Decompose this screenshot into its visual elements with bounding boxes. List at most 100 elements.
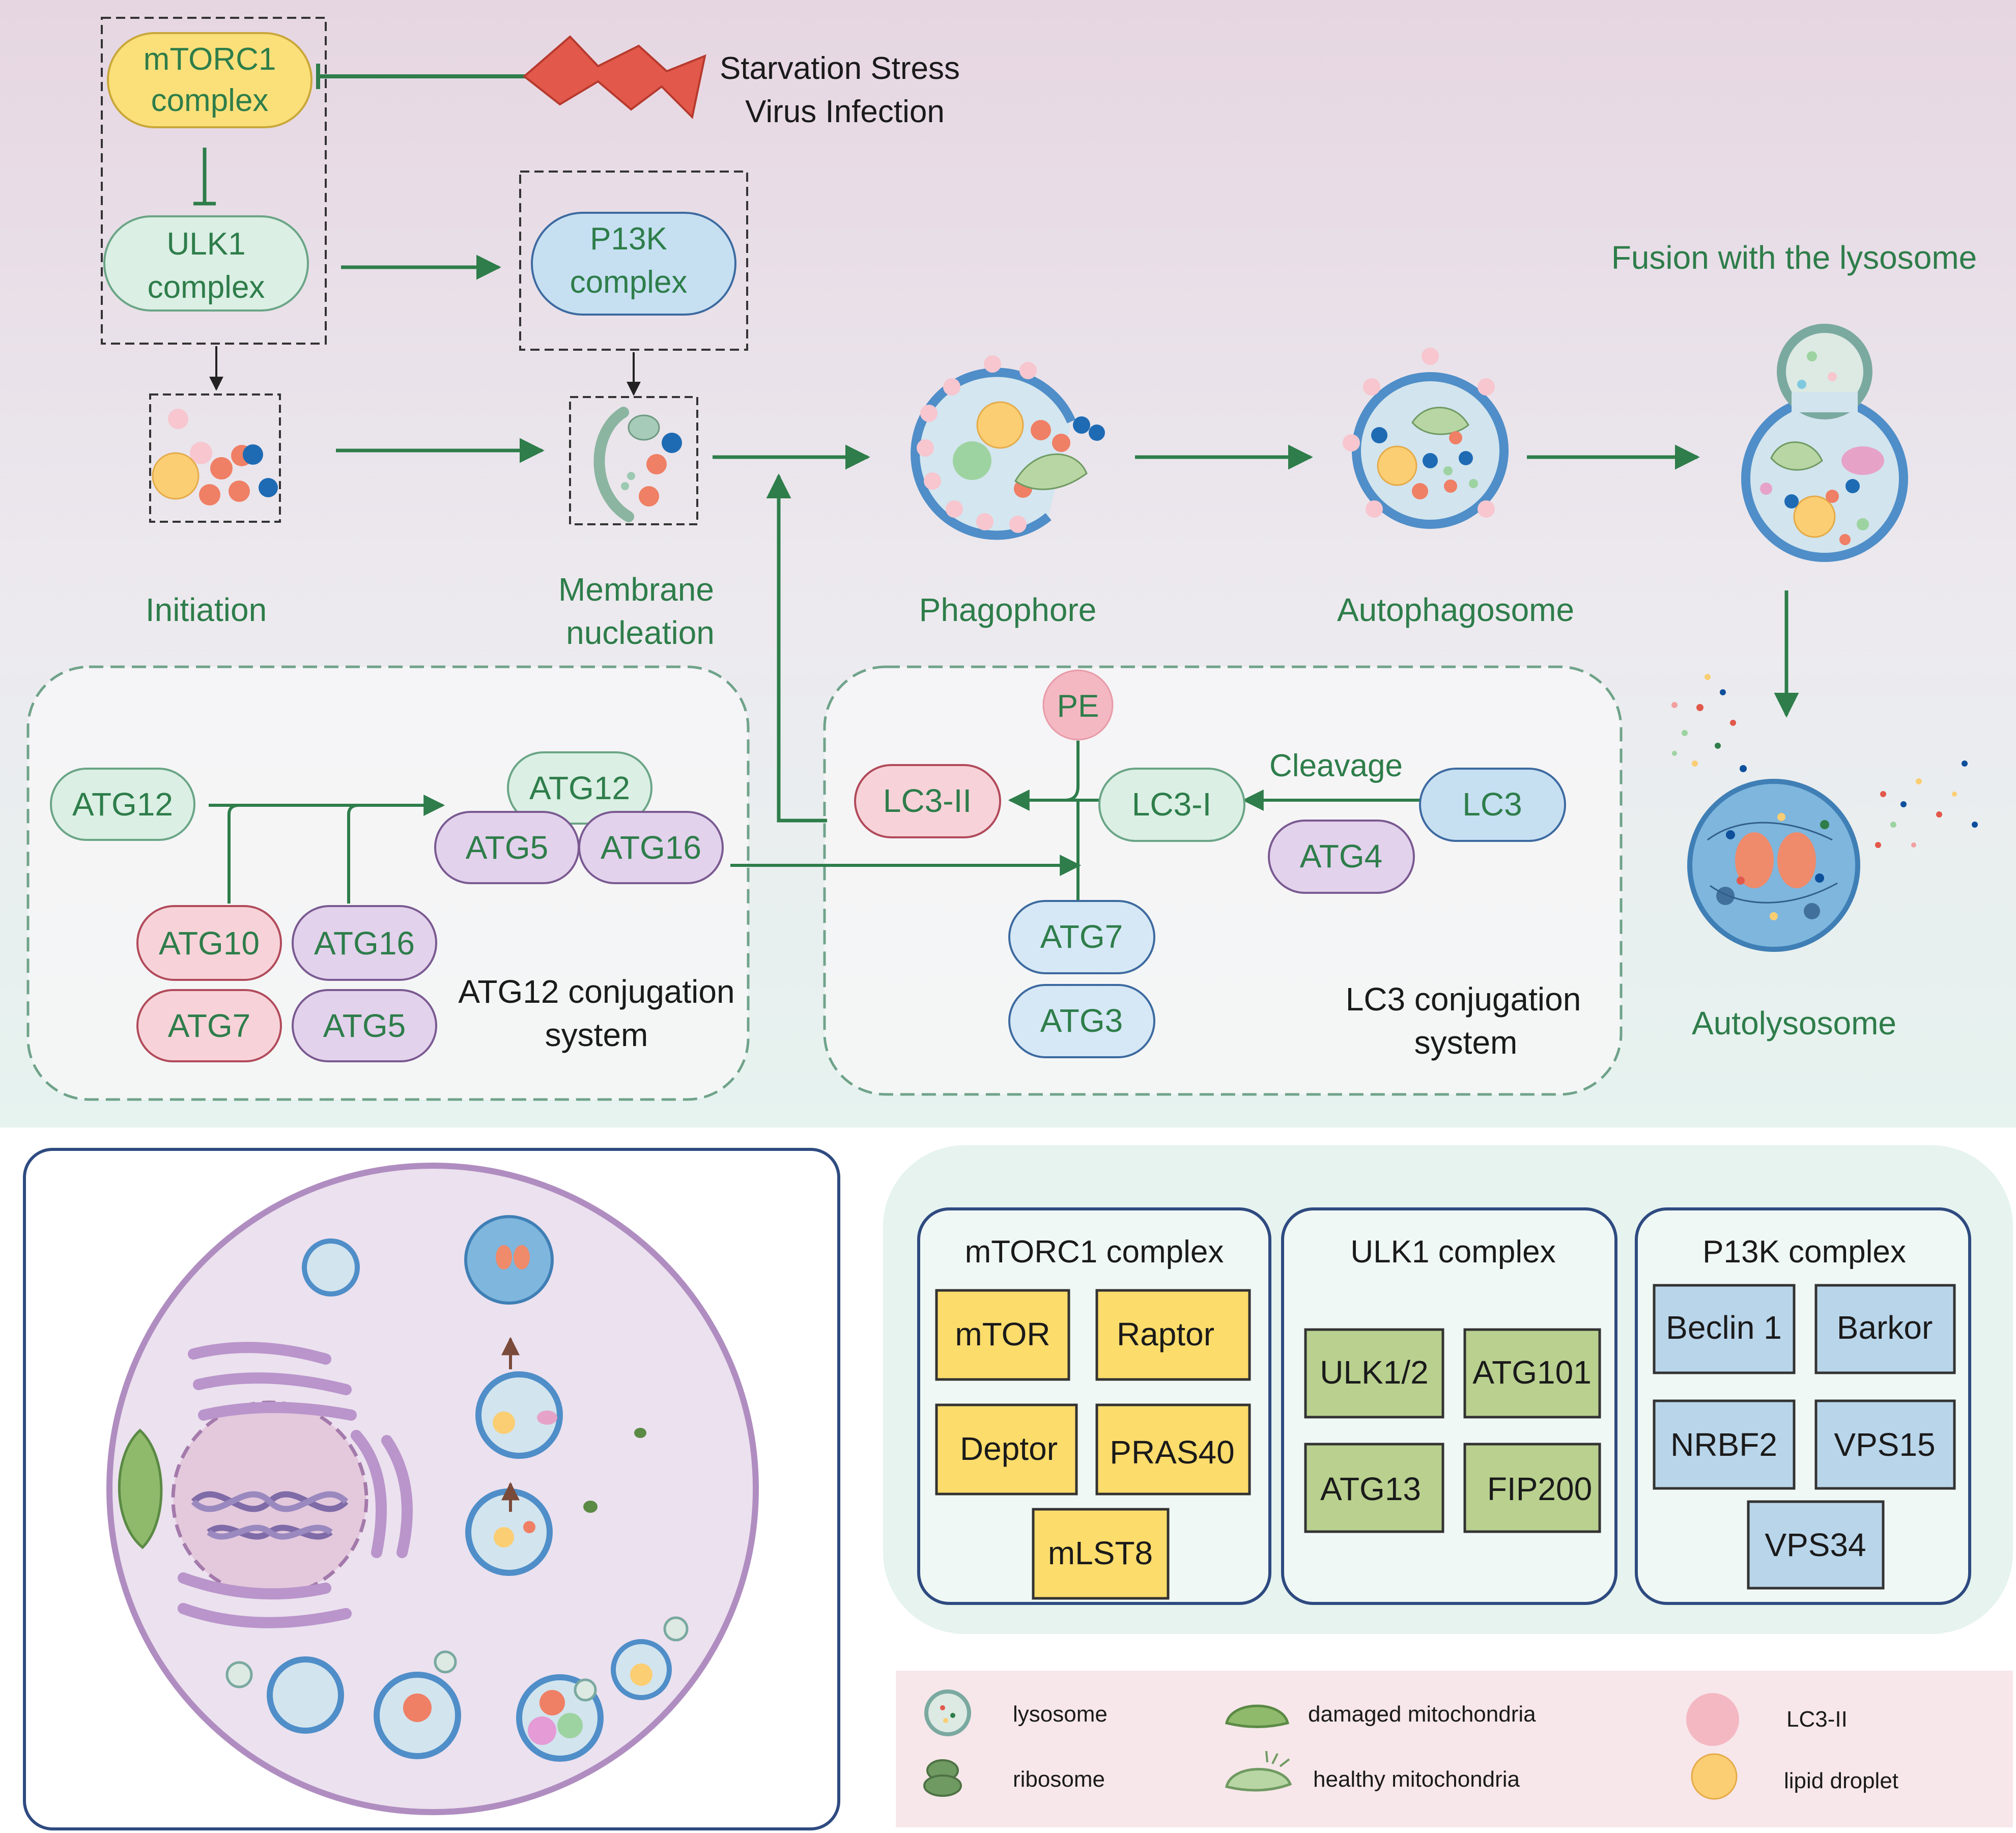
- pe-label: PE: [1057, 689, 1099, 724]
- ulk1-line1: ULK1: [166, 227, 245, 262]
- lc3-system-title-1: LC3 conjugation: [1346, 981, 1581, 1018]
- stage-initiation: Initiation: [146, 591, 267, 628]
- pe-node: PE: [1042, 669, 1114, 741]
- atg3-label: ATG3: [1040, 1002, 1123, 1039]
- atg12-label: ATG12: [72, 786, 173, 823]
- pi3k-panel: P13K complex Beclin 1 Barkor NRBF2 VPS15…: [1635, 1207, 1971, 1605]
- legend-healthy-mito-label: healthy mitochondria: [1313, 1767, 1520, 1792]
- lc3-label: LC3: [1462, 786, 1522, 823]
- atg10-node: ATG10: [136, 905, 282, 981]
- atg7-left-label: ATG7: [168, 1007, 250, 1044]
- atg13-box: [1304, 1443, 1444, 1533]
- raptor-label: Raptor: [1117, 1316, 1214, 1352]
- lc3-node: LC3: [1419, 768, 1566, 842]
- mtorc1-complex-node: mTORC1 complex: [107, 32, 313, 128]
- atg101-box: [1463, 1328, 1601, 1419]
- beclin1-box: [1653, 1284, 1796, 1374]
- complex-atg12-label: ATG12: [529, 770, 630, 806]
- barkor-label: Barkor: [1837, 1309, 1933, 1346]
- pras40-box: [1095, 1403, 1251, 1496]
- deptor-label: Deptor: [960, 1430, 1058, 1467]
- autolysosome-figure: [1671, 674, 1978, 952]
- atg13-label: ATG13: [1320, 1471, 1421, 1507]
- lc3i-node: LC3-I: [1098, 768, 1245, 842]
- atg4-label: ATG4: [1300, 838, 1382, 875]
- lc3i-label: LC3-I: [1132, 786, 1212, 823]
- ulk12-box: [1304, 1328, 1444, 1419]
- initiation-cargo: [149, 393, 281, 523]
- legend-lc3ii-label: LC3-II: [1786, 1707, 1848, 1732]
- legend-panel: [896, 1671, 2013, 1827]
- cleavage-label: Cleavage: [1269, 748, 1403, 783]
- atg3-node: ATG3: [1008, 984, 1155, 1058]
- stress-line2: Virus Infection: [745, 94, 945, 129]
- stress-lightning-icon: [522, 35, 706, 120]
- mtorc1-line1: mTORC1: [144, 42, 276, 77]
- stage-autophagosome: Autophagosome: [1337, 591, 1574, 628]
- mtorc1-line2: complex: [151, 83, 269, 118]
- pras40-label: PRAS40: [1110, 1434, 1234, 1471]
- lc3ii-node: LC3-II: [854, 764, 1001, 838]
- atg7-right-label: ATG7: [1040, 918, 1123, 955]
- pi3k-dashed-group: [519, 171, 748, 351]
- damaged-mitochondria-icon: [1225, 1704, 1289, 1728]
- atg12-atg5-atg16-complex: ATG12 ATG5 ATG16: [434, 751, 724, 884]
- atg16-left-label: ATG16: [314, 925, 415, 962]
- fusion-label: Fusion with the lysosome: [1611, 239, 1977, 276]
- atg5-left-label: ATG5: [323, 1007, 406, 1044]
- mtor-ulk-dashed-group: [101, 17, 327, 345]
- legend-healthy-mito: healthy mitochondria: [1225, 1751, 1520, 1792]
- atg16-node-left: ATG16: [292, 905, 437, 981]
- stage-phagophore: Phagophore: [919, 591, 1097, 628]
- atg10-label: ATG10: [159, 925, 260, 962]
- complex-atg16-label: ATG16: [601, 829, 701, 866]
- lipid-droplet-icon: [1691, 1753, 1738, 1800]
- fusion-figure: [1741, 324, 1908, 562]
- legend-lipid-label: lipid droplet: [1784, 1768, 1898, 1793]
- nrbf2-box: [1653, 1399, 1796, 1490]
- legend-damaged-mito-label: damaged mitochondria: [1308, 1702, 1536, 1727]
- pi3k-line1: P13K: [590, 221, 667, 257]
- mlst8-label: mLST8: [1048, 1535, 1153, 1571]
- legend-ribosome: ribosome: [923, 1759, 1105, 1797]
- stage-membrane-line1: Membrane: [558, 571, 714, 608]
- atg12-system-title-1: ATG12 conjugation: [458, 973, 734, 1010]
- atg12-node: ATG12: [50, 768, 195, 841]
- lysosome-icon: [924, 1689, 971, 1736]
- ulk1-panel: ULK1 complex ULK1/2 ATG101 ATG13 FIP200: [1281, 1207, 1617, 1605]
- ulk1-panel-title: ULK1 complex: [1350, 1234, 1555, 1270]
- lc3ii-label: LC3-II: [883, 782, 972, 819]
- atg101-label: ATG101: [1472, 1354, 1592, 1391]
- autophagosome-figure: [1343, 348, 1509, 529]
- lc3ii-icon: [1686, 1693, 1739, 1746]
- fip200-label: FIP200: [1487, 1471, 1592, 1507]
- lc3ii-to-nucleation-arrow: [766, 473, 827, 823]
- mtor-box: [935, 1289, 1070, 1381]
- legend-damaged-mito: damaged mitochondria: [1225, 1702, 1536, 1728]
- fip200-box: [1463, 1443, 1601, 1533]
- atg7-node-left: ATG7: [136, 989, 282, 1062]
- complex-atg5-label: ATG5: [466, 829, 548, 866]
- nucleation-cargo: [569, 396, 698, 525]
- legend-lipid: lipid droplet: [1691, 1753, 1898, 1800]
- pi3k-panel-title: P13K complex: [1702, 1234, 1906, 1270]
- mtorc1-panel-title: mTORC1 complex: [965, 1234, 1224, 1270]
- pi3k-complex-node: P13K complex: [531, 212, 736, 316]
- stage-autolysosome: Autolysosome: [1692, 1005, 1896, 1041]
- phagophore-figure: [911, 355, 1105, 540]
- vps15-label: VPS15: [1834, 1426, 1935, 1463]
- legend-lysosome: lysosome: [924, 1689, 1108, 1736]
- atg5-node-left: ATG5: [292, 989, 437, 1062]
- ulk12-label: ULK1/2: [1320, 1354, 1428, 1391]
- legend-ribosome-label: ribosome: [1013, 1767, 1105, 1792]
- stress-line1: Starvation Stress: [720, 51, 960, 86]
- nrbf2-label: NRBF2: [1670, 1426, 1777, 1463]
- lc3-system-panel: [823, 665, 1623, 1096]
- vps34-box: [1747, 1500, 1885, 1590]
- mtorc1-panel: mTORC1 complex mTOR Raptor Deptor PRAS40…: [917, 1207, 1271, 1605]
- vps34-label: VPS34: [1765, 1527, 1866, 1563]
- pi3k-line2: complex: [570, 265, 688, 300]
- deptor-box: [935, 1403, 1078, 1496]
